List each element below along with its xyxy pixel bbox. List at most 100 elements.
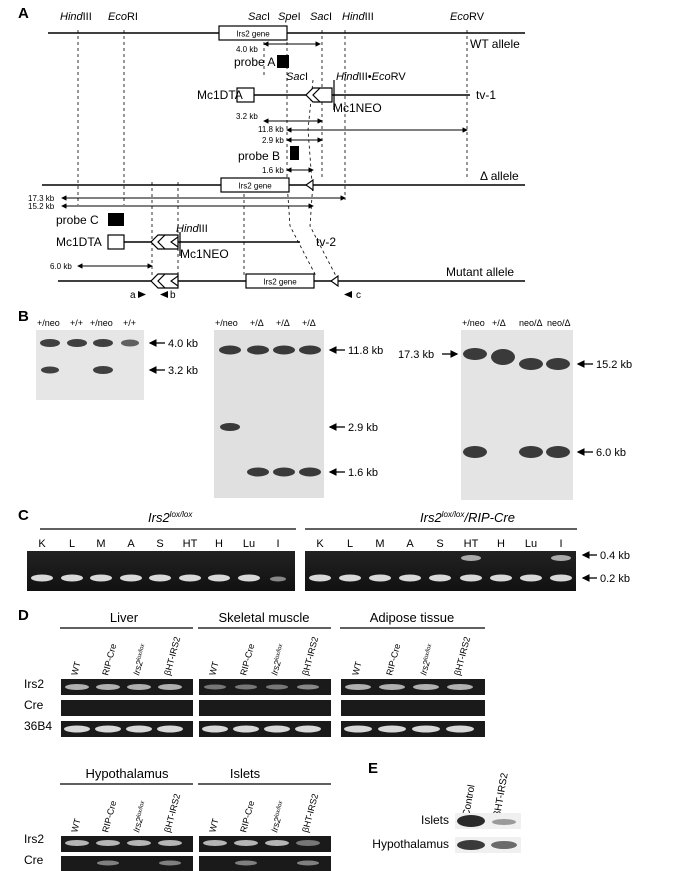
size-label-4-0: 4.0 kb (236, 45, 258, 54)
site-label-saci-1: SacI (248, 11, 270, 23)
d2-lane-wt: WT (207, 660, 220, 677)
tv2-mc1dta-box (107, 234, 125, 250)
tv2-label: tv-2 (316, 235, 336, 249)
site-label-spei: SpeI (278, 11, 301, 23)
b1-lane-2: +/+ (70, 318, 83, 328)
e-row-hypothalamus: Hypothalamus (372, 837, 449, 851)
b3-lane-3: neo/Δ (519, 318, 543, 328)
d1-lane-ripcre: RIP-Cre (100, 643, 118, 677)
size-label-6-0: 6.0 kb (50, 262, 72, 271)
b2-lane-1: +/neo (215, 318, 238, 328)
pcr-l-lane-7: H (215, 538, 223, 550)
d-bot-row-irs2: Irs2 (24, 832, 44, 846)
pcr-right-title: Irs2lox/lox/RIP-Cre (420, 510, 515, 525)
d2-lane-bht: βHT-IRS2 (300, 636, 320, 677)
b1-lane-1: +/neo (37, 318, 60, 328)
size-label-3-2: 3.2 kb (236, 112, 258, 121)
tv1-hindiii-ecorv-label: HindIII•EcoRV (336, 71, 406, 83)
d3-lane-bht: βHT-IRS2 (452, 636, 472, 677)
size-label-11-8: 11.8 kb (258, 125, 284, 134)
loxp-mutant (330, 274, 339, 288)
pcr-r-lane-8: Lu (525, 538, 537, 550)
pcr-l-lane-3: M (96, 538, 105, 550)
d3-lane-lox: Irs2lox/lox (418, 642, 436, 676)
pcr-l-lane-8: Lu (243, 538, 255, 550)
tissue-liver: Liver (110, 610, 139, 625)
primer-b-label: b (170, 290, 176, 301)
probe-b-label: probe B (238, 149, 280, 163)
d4-lane-ripcre: RIP-Cre (100, 800, 118, 834)
tv1-label: tv-1 (476, 88, 496, 102)
site-label-saci-2: SacI (310, 11, 332, 23)
tv2-hindiii-label: HindIII (176, 223, 208, 235)
d2-lane-lox: Irs2lox/lox (269, 642, 287, 676)
d3-lane-ripcre: RIP-Cre (384, 643, 402, 677)
e-row-islets: Islets (421, 813, 449, 827)
b1-bands (40, 339, 139, 374)
size-label-17-3: 17.3 kb (28, 194, 55, 203)
d5-lane-wt: WT (207, 817, 220, 834)
d-bot-row-cre: Cre (24, 853, 44, 867)
e-bands (457, 815, 517, 850)
b3-lane-2: +/Δ (492, 318, 506, 328)
panel-label-e: E (368, 760, 378, 777)
primer-b-arrow (160, 291, 168, 298)
pcr-left-title: Irs2lox/lox (148, 510, 193, 525)
tv2-mc1dta-label: Mc1DTA (56, 235, 102, 249)
pcr-r-lane-2: L (347, 538, 353, 550)
size-label-1-6: 1.6 kb (262, 166, 284, 175)
probe-b-block (290, 146, 299, 160)
d-top-row-36b4: 36B4 (24, 719, 52, 733)
primer-c-arrow (344, 291, 352, 298)
d1-lane-bht: βHT-IRS2 (162, 636, 182, 677)
size-label-2-9: 2.9 kb (262, 136, 284, 145)
pcr-right-lanes: K L M A S HT H Lu I (316, 538, 562, 550)
mutant-allele-label: Mutant allele (446, 265, 514, 279)
d5-lane-bht: βHT-IRS2 (300, 793, 320, 834)
b2-lane-2: +/Δ (250, 318, 264, 328)
d-bottom-gels (61, 836, 331, 871)
d4-lane-lox: Irs2lox/lox (131, 799, 149, 833)
irs2-gene-label-mutant: Irs2 gene (263, 278, 297, 287)
probe-c-label: probe C (56, 213, 99, 227)
pcr-r-lane-5: S (436, 538, 443, 550)
d5-lane-lox: Irs2lox/lox (269, 799, 287, 833)
e-lane-bht: βHT-IRS2 (492, 772, 511, 818)
site-label-hindiii-2: HindIII (342, 11, 374, 23)
pcr-band-0-2: 0.2 kb (600, 573, 630, 585)
panel-label-d: D (18, 607, 29, 624)
tv1-saci-label: SacI (286, 71, 308, 83)
pcr-l-lane-6: HT (183, 538, 198, 550)
tv2-mc1neo-label: Mc1NEO (180, 247, 229, 261)
panel-label-b: B (18, 308, 29, 325)
loxp-delta (305, 178, 314, 192)
pcr-r-lane-3: M (375, 538, 384, 550)
d1-lane-wt: WT (69, 660, 82, 677)
b1-lane-4: +/+ (123, 318, 136, 328)
primer-c-label: c (356, 290, 361, 301)
probe-c-block (108, 213, 124, 226)
b2-bands (219, 345, 321, 477)
b1-band-3-2: 3.2 kb (168, 365, 198, 377)
pcr-bands (31, 555, 572, 582)
tv1-mc1neo-box (305, 87, 333, 103)
site-label-ecori: EcoRI (108, 11, 138, 23)
panel-label-a: A (18, 5, 29, 22)
d4-lane-wt: WT (69, 817, 82, 834)
primer-a-label: a (130, 290, 136, 301)
e-lane-control: Control (461, 784, 477, 818)
b2-lane-3: +/Δ (276, 318, 290, 328)
pcr-r-lane-6: HT (464, 538, 479, 550)
b2-band-11-8: 11.8 kb (348, 345, 383, 357)
b3-lane-1: +/neo (462, 318, 485, 328)
pcr-r-lane-9: I (559, 538, 562, 550)
tissue-skeletal-muscle: Skeletal muscle (218, 610, 309, 625)
b3-band-17-3: 17.3 kb (398, 349, 434, 361)
b3-band-6-0: 6.0 kb (596, 447, 626, 459)
size-label-15-2: 15.2 kb (28, 202, 55, 211)
irs2-gene-box-mutant (245, 273, 315, 289)
d-top-bands (64, 684, 474, 733)
pcr-l-lane-9: I (276, 538, 279, 550)
tv1-mc1neo-label: Mc1NEO (333, 101, 382, 115)
d-top-row-irs2: Irs2 (24, 677, 44, 691)
